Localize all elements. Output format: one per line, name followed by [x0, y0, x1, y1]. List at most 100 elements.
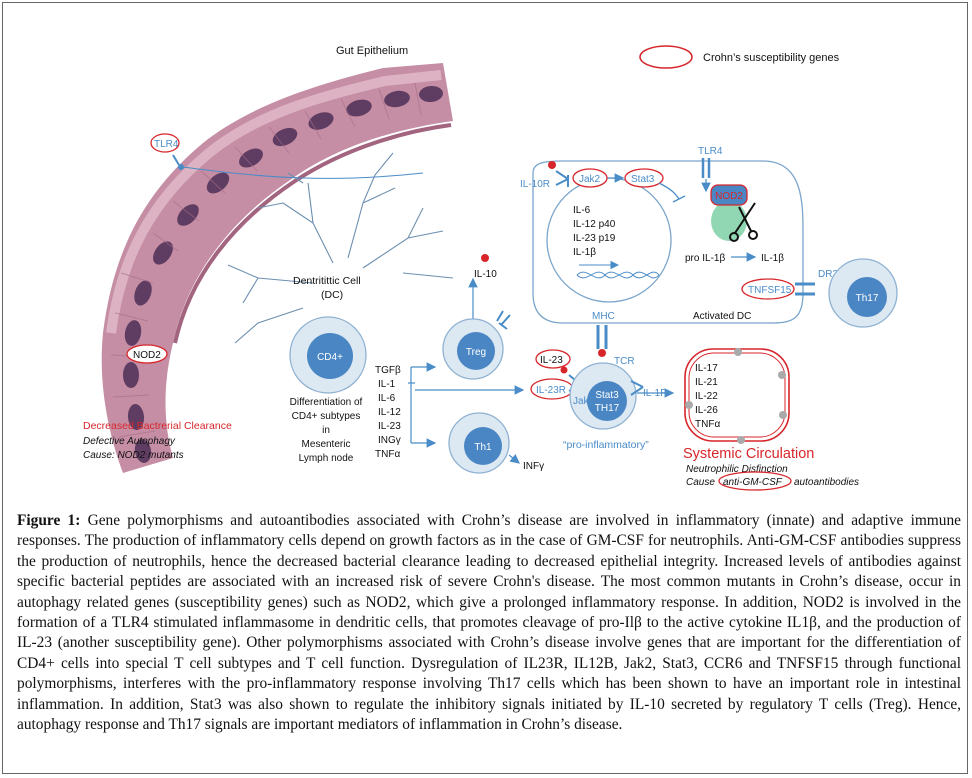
dc-label-line1: Dentritittic Cell	[293, 275, 361, 287]
jak2-th17-label: Jak2	[573, 396, 595, 407]
autoantibodies-label: autoantibodies	[794, 477, 859, 488]
stat3-dc-highlight	[624, 168, 664, 188]
nod2-gut-label: NOD2	[133, 350, 161, 361]
nucleus-gene-1: IL-6	[573, 205, 591, 216]
pro-inflammatory-label: “pro-inflammatory”	[563, 439, 649, 451]
il23-molecule-icon	[560, 366, 568, 374]
defective-autophagy-label: Defective Autophagy	[83, 436, 176, 447]
tnfsf15-dr3-binding-icon	[795, 282, 815, 296]
stat3-dc-label: Stat3	[631, 174, 655, 185]
cytokine-7: TNFα	[375, 449, 400, 460]
cytokine-3: IL-6	[378, 393, 396, 404]
legend-red-ellipse-icon	[639, 45, 693, 69]
il10r-label: IL-10R	[520, 179, 550, 190]
anti-gmcsf-label: anti-GM-CSF	[723, 477, 783, 488]
il10-molecule-icon	[481, 254, 489, 262]
stat3-th17-label-1: Stat3	[595, 390, 619, 401]
activated-dc-label: Activated DC	[693, 311, 751, 322]
th17-stat3-cell: Stat3 TH17	[569, 362, 637, 430]
cytokine-5: IL-23	[378, 421, 401, 432]
tcr-label: TCR	[614, 356, 635, 367]
th17-cytokine-list: IL-17 IL-21 IL-22 IL-26 TNFα	[695, 363, 720, 430]
nod2-gut-highlight	[126, 344, 168, 364]
figure-caption: Figure 1: Gene polymorphisms and autoant…	[17, 511, 961, 735]
scissors-icon	[729, 202, 758, 242]
cytokine-1: TGFβ	[375, 365, 401, 376]
dendritic-cell-dendrites	[227, 152, 454, 344]
treg-cell: Treg	[442, 310, 511, 380]
th1-label: Th1	[474, 442, 492, 453]
th17-cytokine-2: IL-21	[695, 377, 718, 388]
mhc-tcr-complex-icon	[596, 325, 608, 349]
stat3-th17-label-2: TH17	[595, 403, 620, 414]
th17-cytokine-1: IL-17	[695, 363, 718, 374]
cause-prefix-label: Cause	[686, 477, 715, 488]
il10r-receptor-icon	[555, 170, 569, 187]
pro-il1b-label: pro IL-1β	[685, 253, 725, 264]
tlr4-gut-dot-icon	[178, 164, 184, 170]
dr3-label: DR3	[818, 269, 838, 280]
gut-epithelium-tissue	[101, 63, 454, 473]
cytokine-6: INGγ	[378, 435, 401, 446]
diff-line-3: in	[322, 425, 330, 436]
cause-nod2-label: Cause: NOD2 mutants	[83, 450, 184, 461]
cytokine-2: IL-1	[378, 379, 396, 390]
diff-line-2: CD4+ subtypes	[292, 411, 361, 422]
stat3-inhibition-icon	[658, 182, 686, 203]
nucleus-gene-2: IL-12 p40	[573, 219, 616, 230]
systemic-circulation-box	[684, 348, 790, 444]
il23-label: IL-23	[540, 355, 563, 366]
tnfsf15-label: TNFSF15	[748, 285, 792, 296]
il10-label: IL-10	[474, 269, 497, 280]
anti-gmcsf-highlight	[718, 471, 792, 491]
il23-highlight	[535, 349, 571, 369]
dc-label-line2: (DC)	[321, 289, 343, 301]
th17-dc-label: Th17	[856, 293, 879, 304]
cd4-label: CD4+	[317, 352, 343, 363]
tlr4-gut-label: TLR4	[154, 139, 179, 150]
il1r-receptor-icon	[630, 380, 644, 396]
th17-cytokine-5: TNFα	[695, 419, 720, 430]
antigen-icon	[598, 349, 606, 357]
il23r-label: IL-23R	[536, 385, 566, 396]
diff-line-1: Differentiation of	[290, 397, 363, 408]
nucleus-gene-list: IL-6 IL-12 p40 IL-23 p19 IL-1β	[573, 205, 616, 258]
tlr4-gut-receptor-icon	[172, 154, 180, 166]
th17-dc-cell: Th17	[828, 258, 898, 328]
th1-cell: Th1	[448, 412, 520, 474]
infy-label: INFγ	[523, 461, 544, 472]
cytokine-list-left: TGFβ IL-1 IL-6 IL-12 IL-23 INGγ TNFα	[375, 365, 401, 460]
cytokine-arrows	[408, 277, 525, 448]
th17-cytokine-4: IL-26	[695, 405, 718, 416]
clearance-label: Decreased Bactrerial Clearance	[83, 420, 232, 432]
gut-epithelium-label: Gut Epithelium	[336, 45, 408, 57]
tlr4-gut-highlight	[150, 133, 180, 153]
diff-line-4: Mesenteric	[302, 439, 351, 450]
mhc-label: MHC	[592, 311, 615, 322]
jak2-dc-highlight	[572, 168, 608, 188]
nod2-dc-label: NOD2	[715, 191, 743, 202]
legend-label: Crohn’s susceptibility genes	[703, 52, 840, 64]
il1b-label: IL-1β	[761, 253, 784, 264]
treg-label: Treg	[466, 347, 486, 358]
caption-label: Figure 1:	[17, 512, 81, 529]
tlr4-dc-receptor-icon	[701, 158, 711, 178]
nod2-dc-badge	[710, 184, 748, 206]
caption-text: Gene polymorphisms and autoantibodies as…	[17, 512, 962, 734]
th17-cytokine-3: IL-22	[695, 391, 718, 402]
differentiation-text: Differentiation of CD4+ subtypes in Mese…	[290, 397, 363, 464]
tlr4-signal-line	[182, 166, 424, 179]
neutrophilic-label: Neutrophilic Disfinction	[686, 464, 788, 475]
diff-line-5: Lymph node	[299, 453, 354, 464]
tlr4-dc-label: TLR4	[698, 146, 723, 157]
jak2-dc-label: Jak2	[579, 174, 601, 185]
cytokine-4: IL-12	[378, 407, 401, 418]
nucleus-gene-4: IL-1β	[573, 247, 596, 258]
il10-bound-molecule-icon	[548, 161, 556, 169]
nucleus-gene-3: IL-23 p19	[573, 233, 616, 244]
tnfsf15-highlight	[741, 278, 795, 300]
crohns-pathway-diagram: Gut Epithelium Crohn’s susceptibility ge…	[83, 45, 898, 491]
inflammasome-blob	[711, 201, 747, 241]
cd4-cell: CD4+	[289, 316, 367, 394]
